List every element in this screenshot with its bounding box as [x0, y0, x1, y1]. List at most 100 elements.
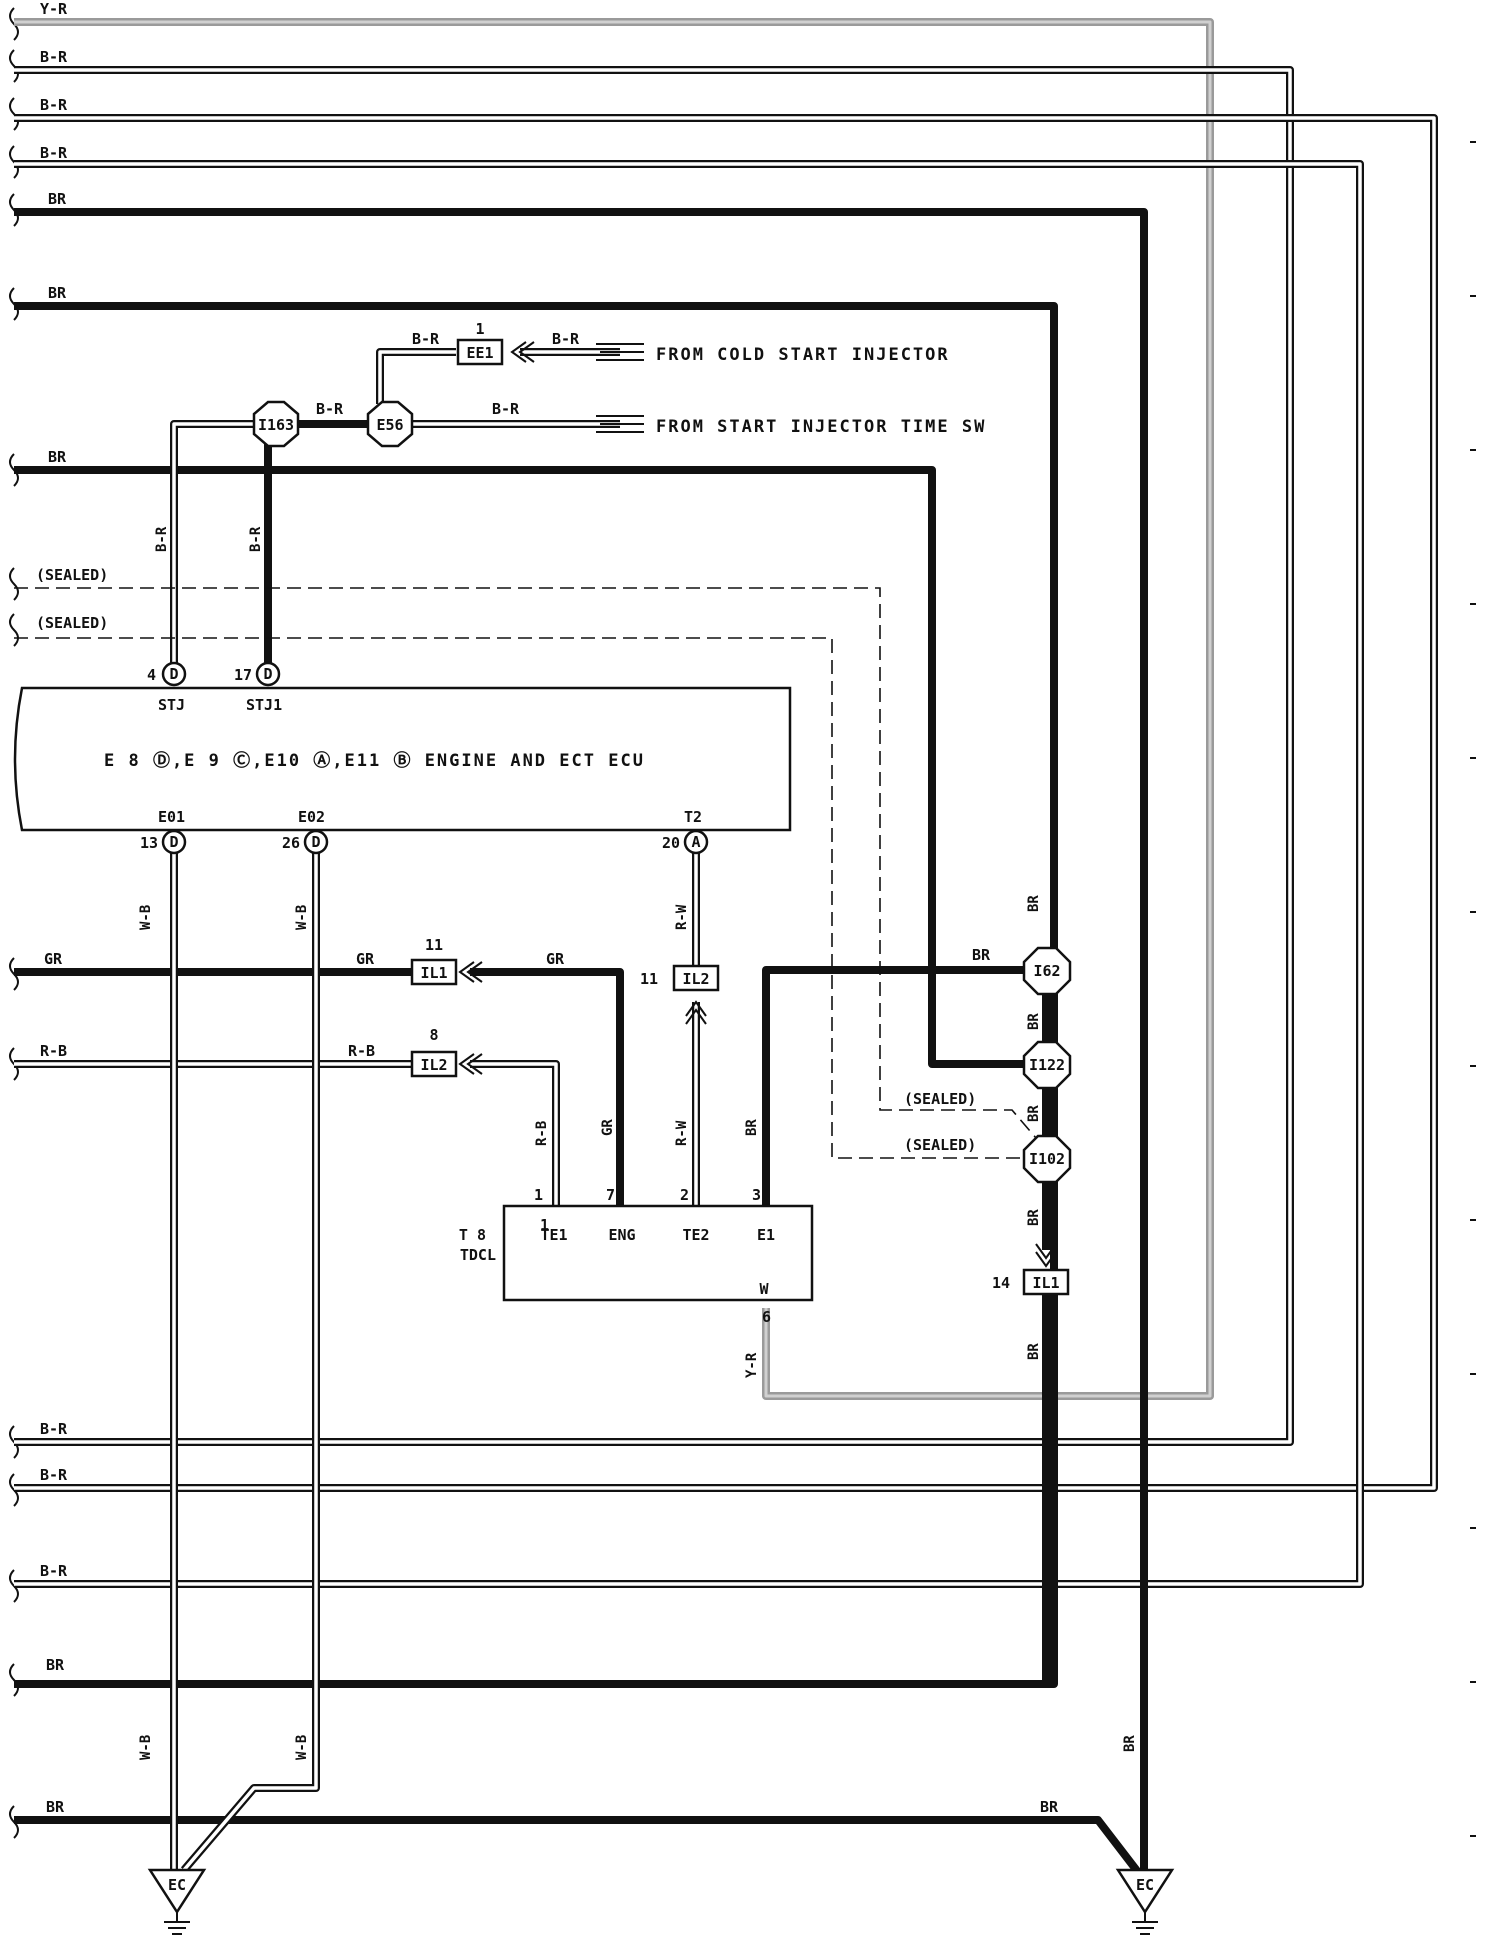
svg-text:BR: BR: [48, 284, 67, 302]
svg-text:I62: I62: [1033, 962, 1060, 980]
sealed-wires: [14, 587, 1037, 1159]
svg-text:R-W: R-W: [674, 904, 690, 930]
svg-text:26: 26: [282, 834, 300, 852]
svg-text:IL1: IL1: [1032, 1274, 1059, 1292]
svg-text:TE1: TE1: [540, 1226, 567, 1244]
svg-text:B-R: B-R: [40, 1420, 68, 1438]
svg-text:B-R: B-R: [154, 526, 170, 552]
svg-text:I163: I163: [258, 416, 294, 434]
splice-i62: I62: [1022, 946, 1072, 996]
svg-text:14: 14: [992, 1274, 1010, 1292]
svg-text:EC: EC: [168, 1876, 186, 1894]
wire-gr: [14, 968, 624, 1206]
svg-text:BR: BR: [1026, 1343, 1042, 1360]
svg-text:3: 3: [752, 1186, 761, 1204]
svg-text:W-B: W-B: [294, 905, 310, 930]
svg-text:B-R: B-R: [412, 330, 440, 348]
wire-break-marks: [9, 7, 19, 1839]
svg-text:1: 1: [475, 320, 484, 338]
svg-text:R-B: R-B: [534, 1121, 550, 1146]
svg-text:BR: BR: [48, 448, 67, 466]
svg-text:W-B: W-B: [138, 905, 154, 930]
svg-text:11: 11: [640, 970, 658, 988]
svg-text:A: A: [691, 833, 700, 851]
wire-labels-vertical: B-R B-R W-B W-B W-B W-B R-W R-W R-B GR B…: [138, 526, 1138, 1760]
harness-ends: [596, 343, 644, 433]
wire-r-b: [14, 1060, 560, 1206]
svg-text:13: 13: [140, 834, 158, 852]
tdcl-pin-te1-num: 1: [534, 1186, 543, 1204]
svg-text:I102: I102: [1029, 1150, 1065, 1168]
svg-text:B-R: B-R: [492, 400, 520, 418]
svg-text:W: W: [759, 1280, 769, 1298]
wire-br-main-ground: [14, 208, 1148, 1883]
wire-y-r: [14, 18, 1214, 1400]
connector-il1-bottom: IL1 14: [992, 1268, 1070, 1296]
svg-text:B-R: B-R: [40, 1466, 68, 1484]
svg-text:GR: GR: [356, 950, 375, 968]
svg-text:I122: I122: [1029, 1056, 1065, 1074]
wire-b-r-splice: [170, 348, 620, 670]
svg-text:B-R: B-R: [248, 526, 264, 552]
svg-text:2: 2: [680, 1186, 689, 1204]
splice-i102: I102: [1022, 1134, 1072, 1184]
svg-text:(SEALED): (SEALED): [904, 1136, 976, 1154]
svg-text:E56: E56: [376, 416, 403, 434]
margin-ticks: [1470, 141, 1476, 1837]
connector-il2-mid: IL2 11: [640, 964, 720, 992]
source-cold-start: FROM COLD START INJECTOR: [656, 345, 950, 365]
sealed-labels: (SEALED) (SEALED) (SEALED) (SEALED): [36, 566, 976, 1154]
connector-ee1: EE1 1: [456, 320, 504, 366]
source-start-time-sw: FROM START INJECTOR TIME SW: [656, 417, 986, 437]
wire-w-b: [170, 850, 320, 1873]
connector-il2-left: IL2 8: [410, 1026, 458, 1078]
svg-text:GR: GR: [546, 950, 565, 968]
wire-br-to-i122: [14, 466, 1046, 1068]
svg-text:STJ: STJ: [158, 696, 185, 714]
ecu-title: E 8 Ⓓ,E 9 Ⓒ,E10 Ⓐ,E11 Ⓑ ENGINE AND ECT E…: [104, 750, 645, 771]
svg-text:BR: BR: [46, 1798, 65, 1816]
wire-b-r-loop-2: [14, 114, 1438, 1492]
svg-text:17: 17: [234, 666, 252, 684]
svg-text:Y-R: Y-R: [744, 1352, 760, 1378]
svg-text:BR: BR: [46, 1656, 65, 1674]
svg-text:R-W: R-W: [674, 1120, 690, 1146]
svg-text:EE1: EE1: [466, 344, 493, 362]
svg-text:D: D: [263, 665, 272, 683]
svg-text:B-R: B-R: [552, 330, 580, 348]
svg-text:BR: BR: [1026, 895, 1042, 912]
svg-text:1: 1: [540, 1216, 549, 1234]
splice-i163: I163: [252, 400, 300, 448]
ecu-box: E 8 Ⓓ,E 9 Ⓒ,E10 Ⓐ,E11 Ⓑ ENGINE AND ECT E…: [13, 661, 792, 855]
svg-text:STJ1: STJ1: [246, 696, 282, 714]
svg-text:EC: EC: [1136, 1876, 1154, 1894]
svg-text:B-R: B-R: [40, 144, 68, 162]
svg-text:R-B: R-B: [348, 1042, 375, 1060]
connector-il1-top: IL1 11: [410, 936, 458, 986]
svg-text:(SEALED): (SEALED): [904, 1090, 976, 1108]
svg-text:D: D: [169, 665, 178, 683]
svg-text:4: 4: [147, 666, 156, 684]
svg-text:W-B: W-B: [138, 1735, 154, 1760]
svg-text:BR: BR: [1026, 1105, 1042, 1122]
wire-b-r-loop-1: [14, 66, 1294, 1446]
svg-text:(SEALED): (SEALED): [36, 614, 108, 632]
svg-text:7: 7: [606, 1186, 615, 1204]
svg-text:IL1: IL1: [420, 964, 447, 982]
svg-text:E01: E01: [158, 808, 185, 826]
svg-text:B-R: B-R: [40, 96, 68, 114]
svg-text:E1: E1: [757, 1226, 775, 1244]
ground-ec-left: EC: [147, 1868, 207, 1935]
svg-text:BR: BR: [972, 946, 991, 964]
svg-text:TE2: TE2: [682, 1226, 709, 1244]
svg-text:11: 11: [425, 936, 443, 954]
svg-text:E02: E02: [298, 808, 325, 826]
svg-text:T 8: T 8: [459, 1226, 486, 1244]
wire-b-r-loop-3: [14, 160, 1364, 1588]
svg-text:IL2: IL2: [682, 970, 709, 988]
ground-ec-right: EC: [1115, 1868, 1175, 1935]
splice-e56: E56: [366, 400, 414, 448]
svg-text:GR: GR: [600, 1119, 616, 1136]
svg-text:BR: BR: [1122, 1735, 1138, 1752]
svg-text:R-B: R-B: [40, 1042, 67, 1060]
